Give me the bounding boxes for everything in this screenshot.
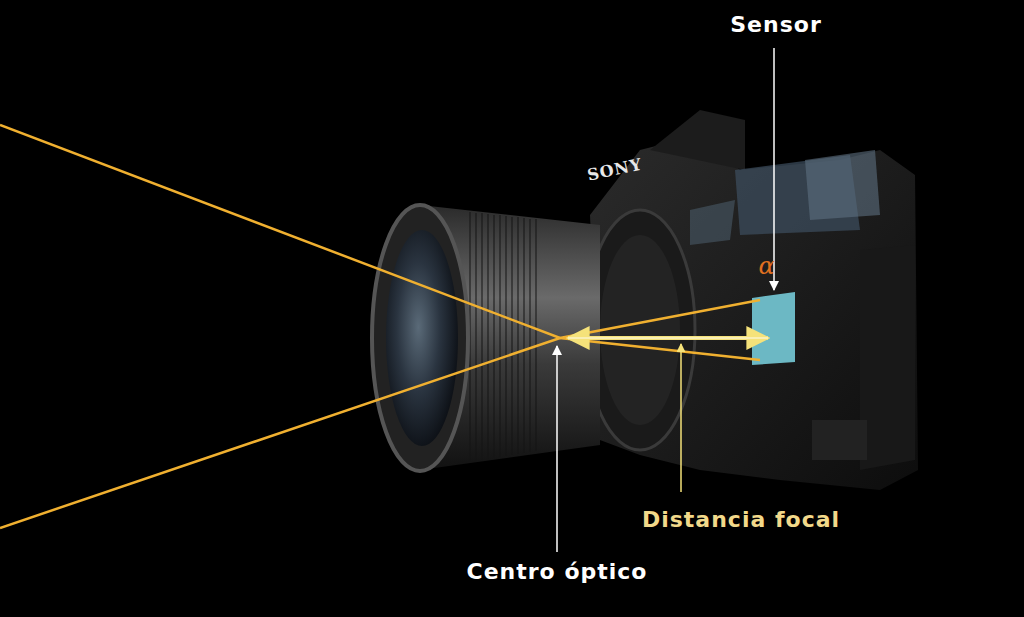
image-sensor — [752, 292, 795, 365]
lens-glass — [386, 230, 458, 446]
focal-distance-highlight — [568, 337, 768, 339]
part-label: Distancia focal — [642, 507, 840, 533]
lens-front — [372, 205, 468, 471]
focal-distance-arrow — [568, 336, 768, 340]
light-rays — [0, 125, 760, 528]
mount-inner — [600, 235, 680, 425]
part-label: Sensor — [730, 12, 822, 38]
focus-ring — [470, 212, 536, 462]
leader-line — [680, 344, 682, 492]
model-mark: α — [758, 252, 775, 281]
part-label: Centro óptico — [467, 559, 648, 585]
leader-line — [556, 346, 558, 552]
